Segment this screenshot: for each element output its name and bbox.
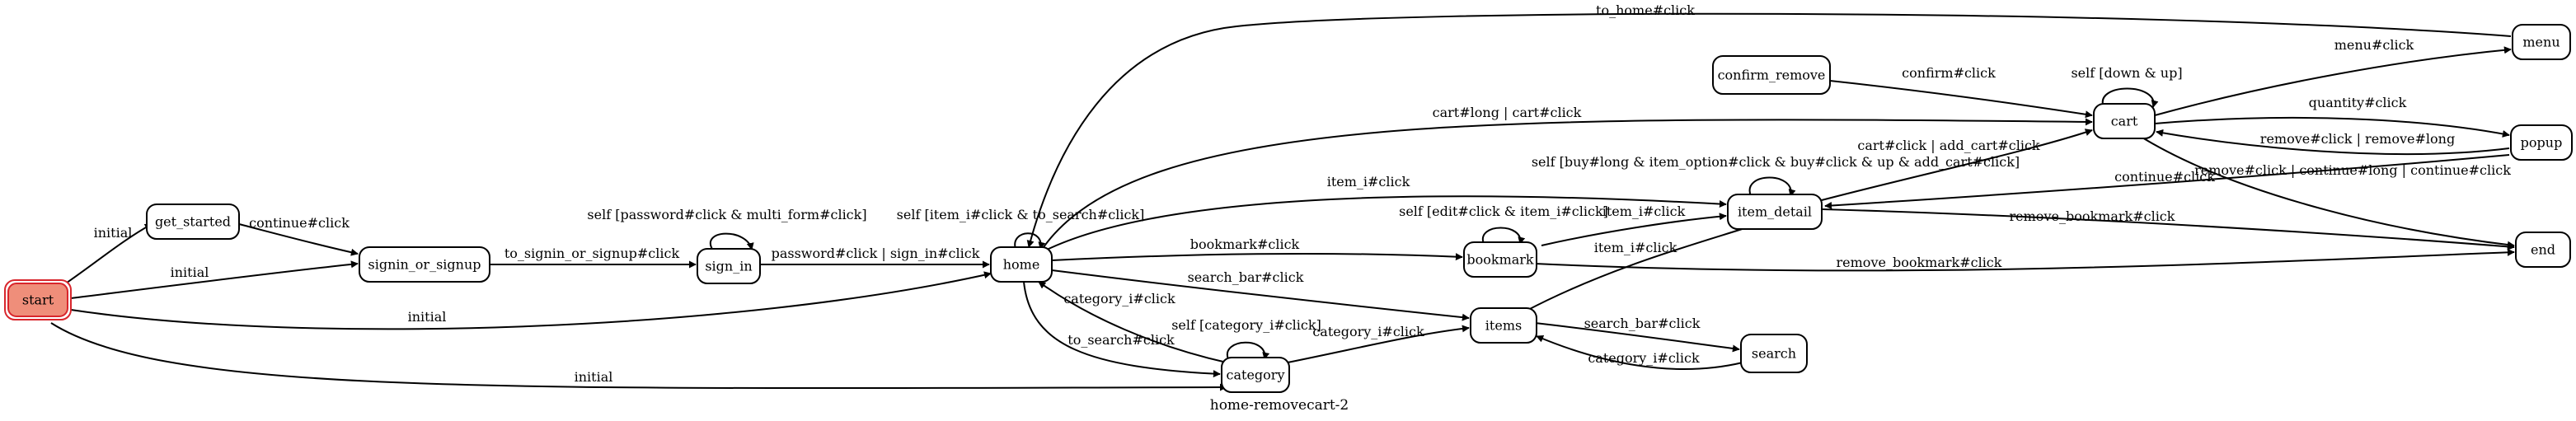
label-cart-menu: menu#click (2334, 37, 2414, 53)
edge-category-items (1287, 325, 1470, 363)
node-search-label: search (1752, 346, 1796, 362)
node-home-label: home (1003, 257, 1040, 273)
label-home-cart: cart#long | cart#click (1433, 105, 1582, 120)
label-search-items: category_i#click (1588, 350, 1700, 366)
node-popup-label: popup (2521, 135, 2563, 151)
node-bookmark: bookmark (1463, 241, 1537, 278)
edge-item-detail-self (1748, 176, 1796, 197)
edge-start-category (50, 322, 1227, 391)
edge-popup-item-detail (1824, 154, 2510, 209)
node-category: category (1221, 357, 1290, 393)
label-popup-cart: remove#click | remove#long (2260, 131, 2455, 147)
label-bookmark-self: self [edit#click & item_i#click] (1399, 203, 1608, 219)
label-category-items: category_i#click (1312, 324, 1424, 339)
edge-start-home (70, 271, 992, 330)
label-bookmark-end: remove_bookmark#click (1837, 255, 2002, 270)
node-end: end (2515, 232, 2571, 268)
node-menu: menu (2512, 24, 2571, 60)
node-category-label: category (1227, 367, 1285, 383)
label-start-home: initial (408, 309, 447, 325)
edge-start-signin (70, 260, 359, 299)
node-signin-or-signup-label: signin_or_signup (368, 257, 481, 273)
edge-popup-cart (2156, 129, 2510, 156)
node-sign-in-label: sign_in (705, 259, 752, 274)
edge-home-category (1023, 281, 1221, 378)
edge-cart-end (2137, 134, 2515, 249)
label-start-get-started: initial (94, 225, 133, 241)
edge-cart-popup (2154, 116, 2510, 138)
edge-get-started-signin (238, 223, 359, 256)
label-signin-sign-in: to_signin_or_signup#click (504, 246, 680, 261)
diagram-caption: home-removecart-2 (1210, 397, 1349, 414)
node-start-label: start (22, 292, 54, 308)
label-cart-end: remove#click | continue#long | continue#… (2194, 162, 2511, 178)
node-get-started-label: get_started (155, 214, 231, 230)
node-confirm-remove: confirm_remove (1712, 55, 1831, 95)
edge-cart-self (2101, 87, 2159, 108)
edge-home-bookmark (1051, 252, 1463, 261)
label-home-bookmark: bookmark#click (1190, 236, 1300, 252)
node-signin-or-signup: signin_or_signup (359, 246, 490, 283)
label-item-detail-self: self [buy#long & item_option#click & buy… (1532, 154, 2020, 170)
edge-items-search (1534, 322, 1740, 353)
label-sign-in-home: password#click | sign_in#click (772, 246, 980, 261)
node-menu-label: menu (2522, 35, 2560, 50)
edge-confirm-remove-cart (1829, 80, 2093, 119)
label-bookmark-item-detail: item_i#click (1602, 203, 1686, 219)
edge-start-get-started (60, 223, 152, 288)
node-bookmark-label: bookmark (1466, 252, 1534, 268)
label-item-detail-cart: cart#click | add_cart#click (1857, 138, 2040, 153)
node-get-started: get_started (146, 203, 240, 240)
node-confirm-remove-label: confirm_remove (1718, 68, 1826, 83)
node-items-label: items (1485, 318, 1522, 334)
label-home-item-detail: item_i#click (1327, 174, 1410, 189)
label-category-home: category_i#click (1063, 291, 1175, 306)
label-confirm-remove-cart: confirm#click (1902, 65, 1996, 81)
edge-item-detail-end (1821, 208, 2515, 250)
label-category-self: self [category_i#click] (1171, 317, 1321, 333)
label-home-category: to_search#click (1067, 332, 1175, 348)
label-cart-popup: quantity#click (2309, 95, 2407, 110)
node-cart-label: cart (2111, 114, 2138, 129)
edge-bookmark-end (1534, 248, 2515, 272)
edge-item-detail-cart (1818, 129, 2093, 202)
label-start-signin: initial (171, 264, 209, 280)
edge-bookmark-item-detail (1541, 213, 1727, 246)
edge-home-cart (1043, 118, 2093, 248)
node-item-detail-label: item_detail (1738, 204, 1812, 220)
label-home-items: search_bar#click (1188, 269, 1304, 285)
label-item-detail-end: remove_bookmark#click (2010, 208, 2175, 224)
edge-cart-menu (2154, 46, 2512, 116)
edge-bookmark-self (1481, 227, 1526, 245)
edge-home-items (1051, 269, 1470, 321)
node-end-label: end (2531, 242, 2555, 258)
label-items-search: search_bar#click (1584, 316, 1701, 331)
label-get-started-signin: continue#click (249, 215, 350, 231)
label-items-item-detail: item_i#click (1594, 240, 1677, 255)
node-popup: popup (2510, 124, 2573, 161)
label-popup-item-detail: continue#click (2114, 169, 2215, 185)
edge-home-item-detail (1044, 195, 1727, 251)
label-start-category: initial (575, 369, 613, 385)
node-search: search (1740, 334, 1808, 373)
label-menu-home: to_home#click (1596, 2, 1695, 18)
edge-search-items (1536, 334, 1743, 370)
edge-home-self (1014, 232, 1046, 250)
node-start: start (4, 279, 72, 320)
edge-category-home (1038, 281, 1227, 363)
node-sign-in: sign_in (697, 248, 761, 284)
node-items: items (1470, 307, 1537, 344)
label-cart-self: self [down & up] (2071, 65, 2182, 81)
edge-sign-in-self (710, 232, 754, 251)
label-home-self: self [item_i#click & to_search#click] (897, 207, 1145, 222)
edge-category-self (1226, 341, 1270, 360)
edge-menu-home (1026, 12, 2512, 248)
label-sign-in-self: self [password#click & multi_form#click] (587, 207, 866, 222)
node-item-detail: item_detail (1727, 194, 1823, 230)
node-home: home (990, 246, 1053, 283)
node-cart: cart (2093, 103, 2156, 139)
